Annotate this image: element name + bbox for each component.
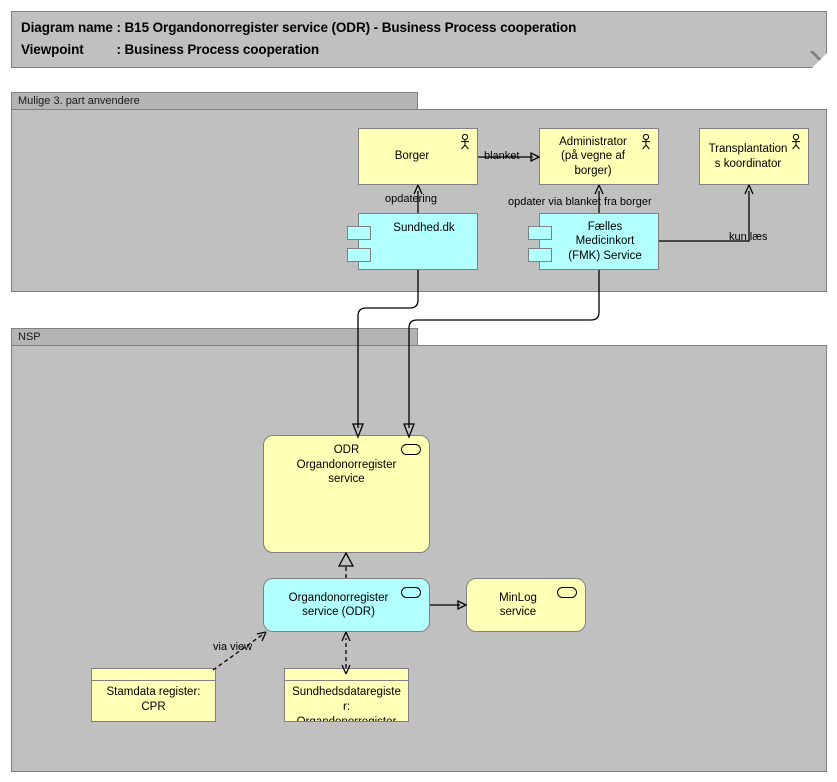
node-sundhed-dk-label: Sundhed.dk — [393, 222, 455, 234]
node-borger-label: Borger — [394, 150, 430, 163]
viewpoint-line: Viewpoint : Business Process cooperation — [21, 42, 320, 57]
node-sundhedsdataregister-label: Sundhedsdataregiste r: Organdonorregiste… — [292, 686, 401, 722]
component-tab-icon — [528, 248, 552, 262]
component-tab-icon — [528, 226, 552, 240]
node-minlog-service-label: MinLog service — [499, 591, 537, 619]
service-icon — [401, 587, 421, 598]
connector-label-blanket: blanket — [484, 150, 520, 162]
group-nsp-label: NSP — [11, 328, 418, 346]
corner-notch-icon — [810, 51, 827, 68]
connector-label-via-view: via view — [213, 641, 253, 653]
node-odr-business-service[interactable]: ODR Organdonorregister service — [263, 435, 430, 553]
actor-icon — [642, 134, 650, 150]
node-transplantationskoordinator[interactable]: Transplantation s koordinator — [699, 128, 809, 185]
node-administrator[interactable]: Administrator (på vegne af borger) — [539, 128, 659, 185]
node-stamdata-cpr[interactable]: Stamdata register: CPR — [91, 668, 216, 722]
node-administrator-label: Administrator (på vegne af borger) — [559, 135, 627, 177]
node-fmk-service[interactable]: Fælles Medicinkort (FMK) Service — [528, 213, 659, 270]
diagram-title-box: Diagram name : B15 Organdonorregister se… — [11, 11, 827, 68]
node-fmk-service-label: Fælles Medicinkort (FMK) Service — [568, 220, 642, 262]
component-tab-icon — [347, 248, 371, 262]
node-odr-business-service-label: ODR Organdonorregister service — [296, 444, 397, 485]
data-object-band-icon — [92, 669, 215, 681]
diagram-name-line: Diagram name : B15 Organdonorregister se… — [21, 20, 577, 35]
group-third-party-label: Mulige 3. part anvendere — [11, 92, 418, 110]
node-odr-application-service[interactable]: Organdonorregister service (ODR) — [263, 578, 430, 632]
node-borger[interactable]: Borger — [358, 128, 478, 185]
node-stamdata-cpr-label: Stamdata register: CPR — [106, 686, 201, 713]
service-icon — [557, 587, 577, 598]
node-sundhed-dk[interactable]: Sundhed.dk — [347, 213, 478, 270]
connector-label-opdater-via-blanket: opdater via blanket fra borger — [508, 196, 652, 208]
node-minlog-service[interactable]: MinLog service — [466, 578, 586, 632]
actor-icon — [461, 134, 469, 150]
component-tab-icon — [347, 226, 371, 240]
node-sundhedsdataregister[interactable]: Sundhedsdataregiste r: Organdonorregiste… — [284, 668, 409, 722]
node-odr-application-service-label: Organdonorregister service (ODR) — [288, 591, 389, 619]
connector-label-opdatering: opdatering — [385, 193, 437, 205]
data-object-band-icon — [285, 669, 408, 681]
connector-label-kun-laes: kun læs — [729, 231, 768, 243]
actor-icon — [792, 134, 800, 150]
service-icon — [401, 444, 421, 455]
node-transplantationskoordinator-label: Transplantation s koordinator — [708, 143, 788, 170]
